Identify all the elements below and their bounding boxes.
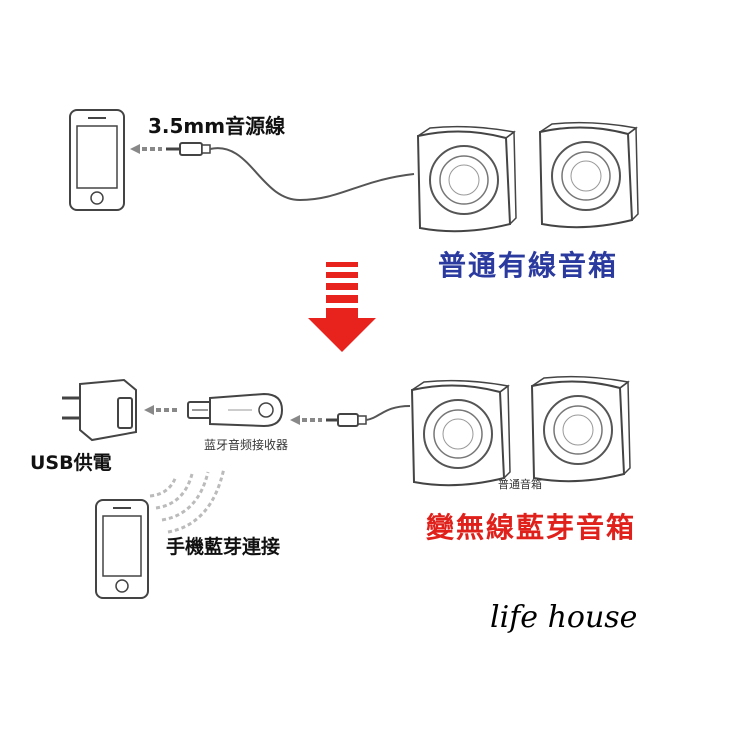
- speaker-small-label: 普通音箱: [498, 478, 542, 491]
- audio-cable-line-bottom: [365, 405, 411, 421]
- brand-logo: life house: [490, 600, 638, 635]
- usb-charger-icon: [62, 378, 137, 442]
- usb-power-label: USB供電: [30, 452, 112, 474]
- arrow-into-phone-icon: [130, 144, 162, 154]
- audio-jack-plug-icon-bottom: [326, 413, 367, 427]
- red-down-arrow-icon: [308, 262, 376, 352]
- bluetooth-wave-icon: [149, 467, 226, 534]
- bluetooth-pair-label: 手機藍芽連接: [166, 536, 281, 558]
- phone-icon-bottom: [95, 499, 149, 599]
- bluetooth-receiver-icon: [187, 392, 284, 428]
- cable-label: 3.5mm音源線: [148, 114, 286, 138]
- audio-jack-plug-icon: [166, 142, 211, 156]
- speaker-pair-top: [417, 121, 639, 233]
- arrow-into-receiver-icon: [290, 415, 322, 425]
- phone-icon-top: [69, 109, 125, 211]
- speaker-pair-bottom: [411, 375, 631, 487]
- audio-cable-line: [209, 147, 415, 202]
- wired-speaker-title: 普通有線音箱: [438, 249, 619, 282]
- wireless-speaker-title: 變無線藍芽音箱: [426, 511, 637, 544]
- arrow-into-charger-icon: [144, 405, 177, 415]
- receiver-label: 蓝牙音频接收器: [204, 438, 289, 452]
